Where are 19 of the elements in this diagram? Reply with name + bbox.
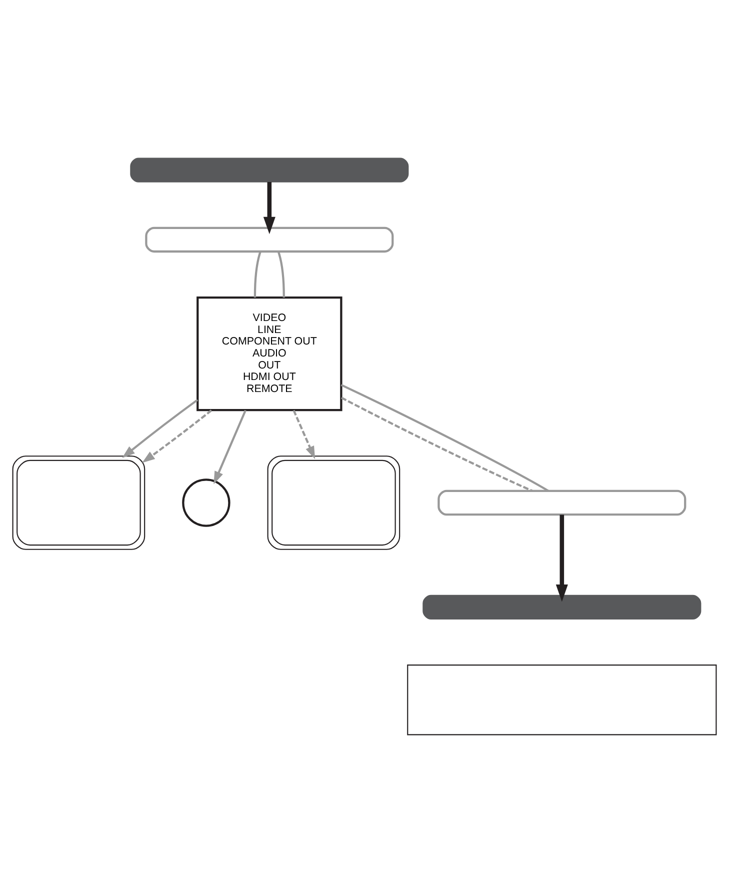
node-monitor — [12, 456, 146, 550]
node-bracket — [438, 490, 686, 516]
node-box — [407, 664, 717, 736]
arrow — [142, 410, 212, 463]
arrow — [214, 410, 246, 484]
arrow — [263, 182, 276, 234]
node-bar — [422, 594, 702, 620]
node-bar — [130, 158, 409, 182]
node-headphones — [182, 478, 230, 527]
node-box: VIDEO LINE COMPONENT OUT AUDIO OUT HDMI OUT REMOTE — [196, 296, 342, 412]
arrow — [292, 410, 316, 460]
node-bracket — [145, 226, 394, 253]
node-monitor — [267, 456, 400, 550]
connector — [254, 251, 262, 298]
connector — [340, 384, 549, 492]
arrow — [122, 399, 198, 458]
connector — [277, 251, 285, 298]
connector — [341, 396, 533, 492]
arrow — [556, 514, 568, 602]
